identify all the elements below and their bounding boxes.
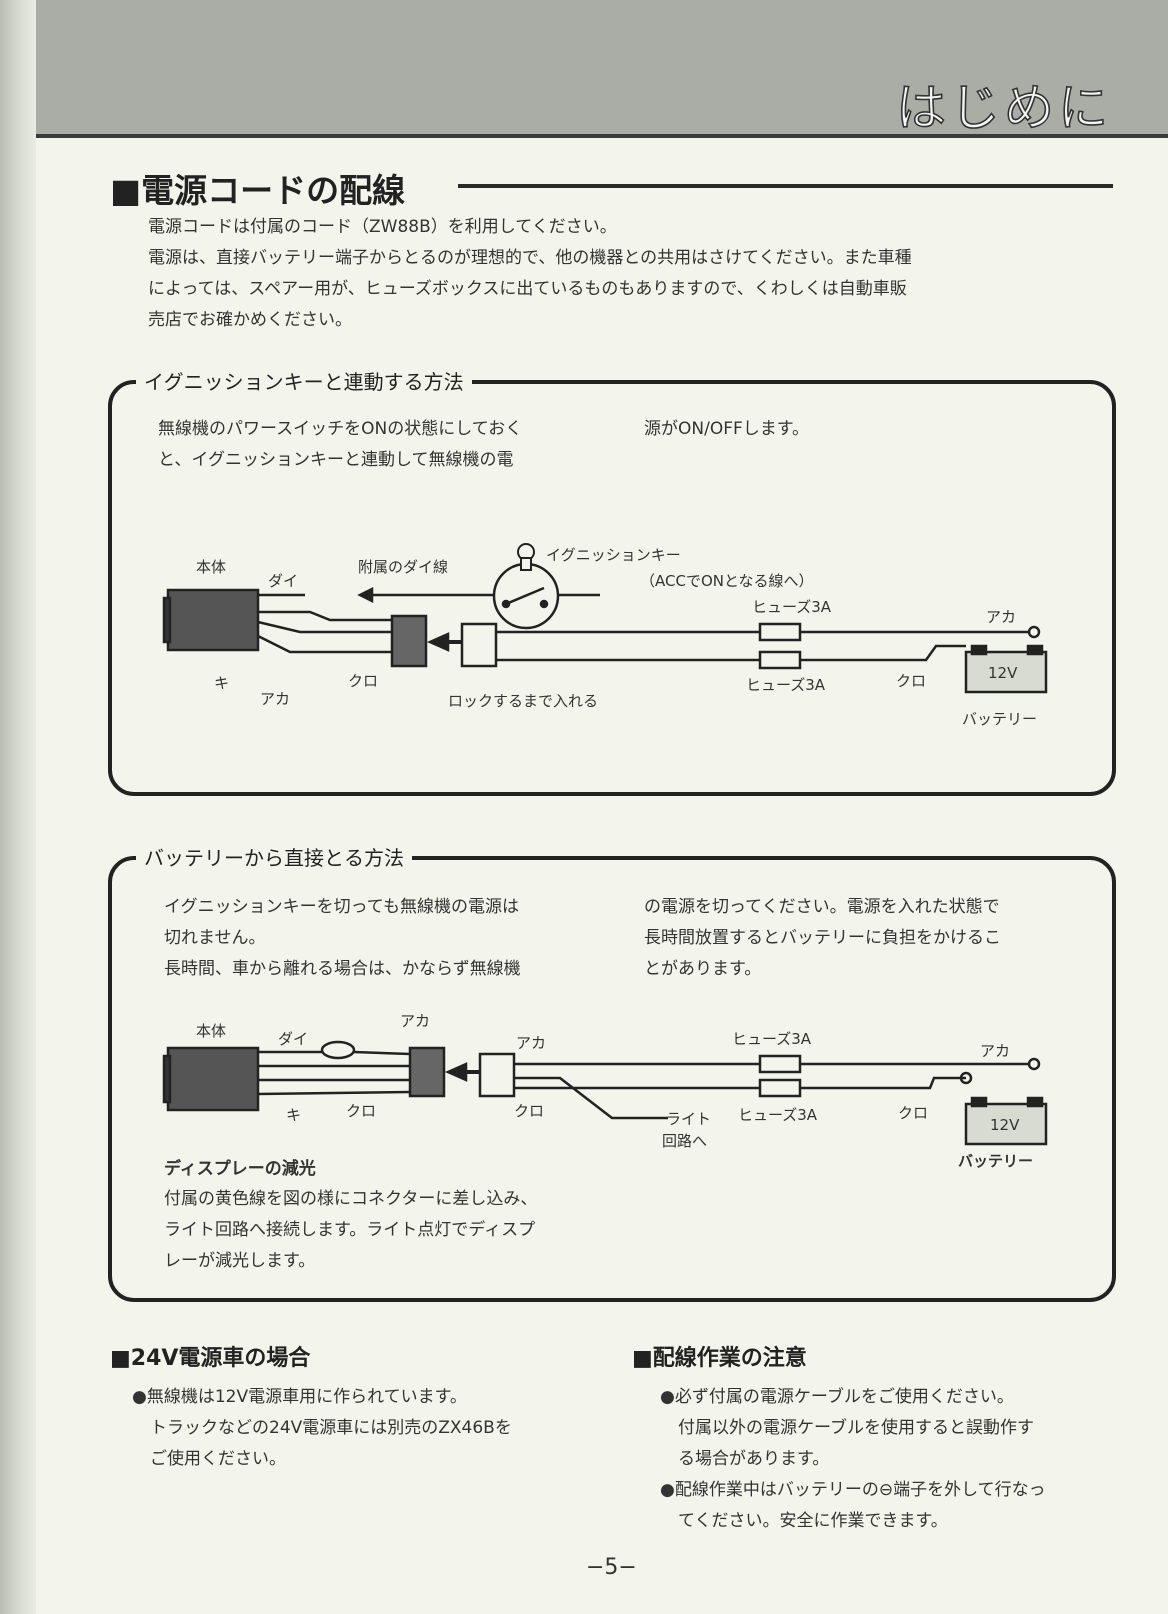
text-line: てください。安全に作業できます。	[678, 1511, 948, 1531]
battery-text-left: イグニッションキーを切っても無線機の電源は 切れません。 長時間、車から離れる場…	[164, 892, 614, 985]
label-body: 本体	[196, 558, 227, 576]
label-fuse-bottom: ヒューズ3A	[738, 1106, 818, 1124]
label-aka-right: アカ	[986, 608, 1017, 626]
text-line: 切れません。	[164, 928, 266, 948]
label-kuro: クロ	[348, 672, 379, 690]
ignition-text-left: 無線機のパワースイッチをONの状態にしておく と、イグニッションキーと連動して無…	[158, 414, 608, 476]
label-attached-die: 附属のダイ線	[358, 558, 449, 576]
label-kuro-2: クロ	[514, 1102, 545, 1120]
fuse-bottom	[758, 650, 802, 670]
connector-male	[460, 622, 498, 668]
fuse-top	[758, 622, 802, 642]
label-kuro-right: クロ	[898, 1104, 929, 1122]
ignition-text-right: 源がON/OFFします。	[644, 414, 1084, 445]
text-line: ご使用ください。	[150, 1449, 286, 1469]
title-rule	[458, 184, 1113, 188]
label-acc: （ACCでONとなる線へ）	[640, 572, 814, 590]
intro-paragraph: 電源コードは付属のコード（ZW88B）を利用してください。 電源は、直接バッテリ…	[148, 212, 1108, 336]
connector-male	[478, 1052, 516, 1098]
connector-female	[390, 614, 428, 668]
battery-method-title: バッテリーから直接とる方法	[136, 842, 412, 871]
v24-title: ■24V電源車の場合	[110, 1346, 311, 1371]
battery-body	[964, 650, 1048, 694]
text-line: 長時間放置するとバッテリーに負担をかけるこ	[644, 928, 1001, 948]
caution-title: ■配線作業の注意	[632, 1346, 807, 1371]
main-section-title: ■電源コードの配線	[110, 171, 406, 210]
text-line: トラックなどの24V電源車には別売のZX46Bを	[150, 1418, 512, 1438]
fuse-top	[758, 1054, 802, 1074]
text-line: る場合があります。	[678, 1449, 830, 1469]
key-wire	[258, 610, 392, 622]
text-line: ●配線作業中はバッテリーの⊖端子を外して行なっ	[660, 1480, 1046, 1500]
label-aka-mid: アカ	[516, 1034, 547, 1052]
label-ki: キ	[214, 674, 230, 692]
label-light: ライト	[666, 1110, 712, 1128]
ignition-key-icon	[517, 543, 535, 571]
aka-wire-body	[257, 620, 392, 634]
v24-text: ●無線機は12V電源車用に作られています。 トラックなどの24V電源車には別売の…	[132, 1382, 592, 1475]
caution-text: ●必ず付属の電源ケーブルをご使用ください。 付属以外の電源ケーブルを使用すると誤…	[660, 1382, 1120, 1537]
text-line: と、イグニッションキーと連動して無線機の電	[158, 450, 514, 470]
fuse-bottom	[758, 1078, 802, 1098]
light-wire	[514, 1076, 668, 1120]
label-aka-right: アカ	[980, 1042, 1011, 1060]
text-line: 源がON/OFFします。	[644, 419, 810, 439]
text-line: とがあります。	[644, 959, 762, 979]
text-line: の電源を切ってください。電源を入れた状態で	[644, 897, 1000, 917]
text-line: 無線機のパワースイッチをONの状態にしておく	[158, 419, 523, 439]
text-line: ●無線機は12V電源車用に作られています。	[132, 1387, 467, 1407]
radio-body	[166, 588, 260, 652]
label-die: ダイ	[278, 1030, 309, 1048]
text-line: イグニッションキーを切っても無線機の電源は	[164, 897, 519, 917]
text-line: ●必ず付属の電源ケーブルをご使用ください。	[660, 1387, 1014, 1407]
connector-female	[408, 1046, 446, 1098]
intro-line: によっては、スペアー用が、ヒューズボックスに出ているものもありますので、くわしく…	[148, 279, 907, 299]
header-band: はじめに	[36, 0, 1168, 138]
intro-line: 電源コードは付属のコード（ZW88B）を利用してください。	[148, 217, 617, 237]
label-battery-voltage: 12V	[988, 664, 1018, 682]
label-ignition-key: イグニッションキー	[546, 546, 681, 564]
label-kuro: クロ	[346, 1102, 377, 1120]
dimmer-text: 付属の黄色線を図の様にコネクターに差し込み、 ライト回路へ接続します。ライト点灯…	[164, 1184, 634, 1277]
text-line: ライト回路へ接続します。ライト点灯でディスプ	[164, 1220, 536, 1240]
label-ki: キ	[286, 1106, 302, 1124]
kuro-wire-body	[257, 634, 392, 654]
text-line: 付属の黄色線を図の様にコネクターに差し込み、	[164, 1189, 538, 1209]
label-fuse-top: ヒューズ3A	[752, 598, 832, 616]
label-battery: バッテリー	[962, 710, 1038, 728]
dimmer-title: ディスプレーの減光	[164, 1159, 316, 1179]
ignition-method-box	[108, 380, 1116, 796]
text-line: 長時間、車から離れる場合は、かならず無線機	[164, 959, 521, 979]
text-line: 付属以外の電源ケーブルを使用すると誤動作す	[678, 1418, 1034, 1438]
arrow-lock	[426, 632, 450, 652]
page-binding-edge	[0, 0, 36, 1614]
intro-line: 電源は、直接バッテリー端子からとるのが理想的で、他の機器との共用はさけてください…	[148, 248, 912, 268]
label-aka-top: アカ	[400, 1012, 431, 1030]
label-battery: バッテリー	[958, 1152, 1034, 1170]
text-line: レーが減光します。	[164, 1251, 316, 1271]
battery-text-right: の電源を切ってください。電源を入れた状態で 長時間放置するとバッテリーに負担をか…	[644, 892, 1084, 985]
arrow-to-die	[357, 586, 374, 604]
label-aka: アカ	[260, 690, 291, 708]
battery-wiring-diagram	[162, 1040, 1048, 1146]
label-battery-voltage: 12V	[990, 1116, 1020, 1134]
radio-body	[166, 1046, 260, 1112]
ignition-wiring-diagram	[162, 562, 1048, 694]
ignition-method-title: イグニッションキーと連動する方法	[136, 366, 472, 395]
label-die: ダイ	[268, 572, 299, 590]
intro-line: 売店でお確かめください。	[148, 310, 352, 330]
label-body: 本体	[196, 1022, 227, 1040]
battery-body	[964, 1102, 1048, 1146]
label-fuse-bottom: ヒューズ3A	[746, 676, 826, 694]
page-number: −5−	[586, 1555, 637, 1580]
battery-method-box	[108, 856, 1116, 1302]
label-lock: ロックするまで入れる	[448, 692, 599, 710]
label-kuro-right: クロ	[896, 672, 927, 690]
header-title: はじめに	[895, 78, 1112, 138]
die-coil	[320, 1040, 356, 1060]
label-fuse-top: ヒューズ3A	[732, 1030, 812, 1048]
label-light-circuit: 回路へ	[662, 1132, 708, 1150]
